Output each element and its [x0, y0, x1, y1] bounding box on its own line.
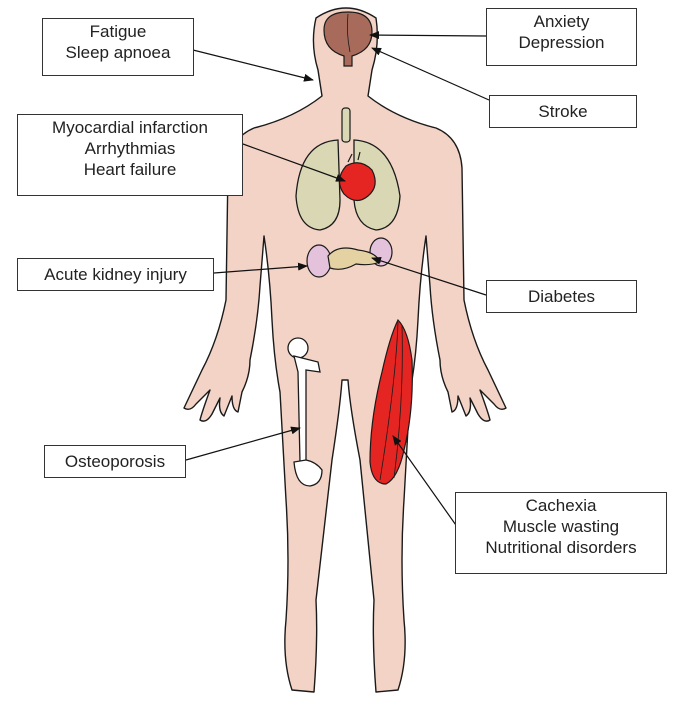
- kidney-icon: [307, 245, 331, 277]
- label-diabetes: Diabetes: [486, 280, 637, 313]
- label-osteoporosis: Osteoporosis: [44, 445, 186, 478]
- label-cachexia: Cachexia Muscle wasting Nutritional diso…: [455, 492, 667, 574]
- label-fatigue: Fatigue Sleep apnoea: [42, 18, 194, 76]
- arrow-fatigue: [193, 50, 313, 80]
- label-acute-kidney-injury: Acute kidney injury: [17, 258, 214, 291]
- arrow-stroke: [372, 48, 489, 100]
- label-cardiac: Myocardial infarction Arrhythmias Heart …: [17, 114, 243, 196]
- label-anxiety-depression: Anxiety Depression: [486, 8, 637, 66]
- arrow-mental: [370, 35, 486, 36]
- label-stroke: Stroke: [489, 95, 637, 128]
- trachea-icon: [342, 108, 350, 142]
